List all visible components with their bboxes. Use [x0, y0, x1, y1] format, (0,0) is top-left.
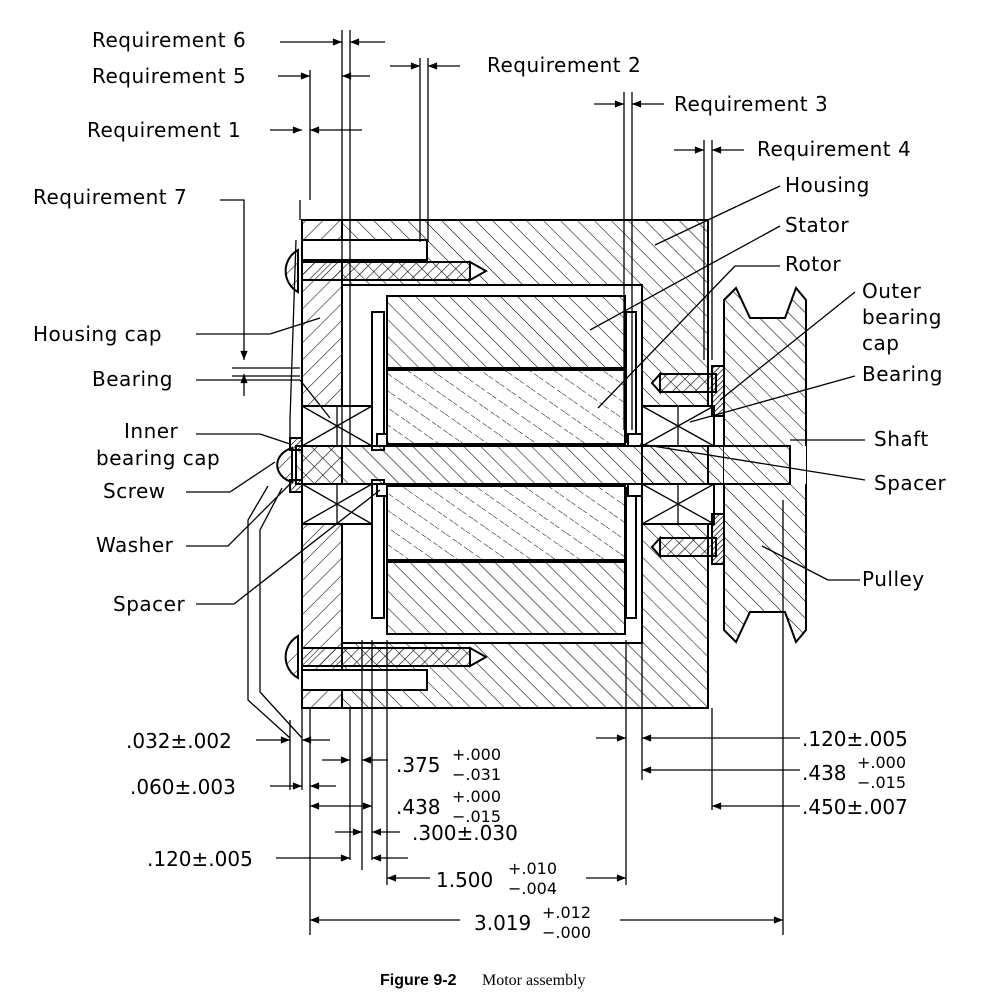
spacer-plate-left-lower — [371, 479, 385, 619]
label-pulley: Pulley — [862, 567, 925, 591]
outer-bearing-cap — [650, 365, 725, 565]
dim-060: .060±.003 — [130, 775, 236, 799]
bolt-upper — [284, 239, 489, 294]
dim-438-right-lower: −.015 — [857, 773, 906, 792]
shaft — [295, 445, 791, 485]
dim-120-right: .120±.005 — [802, 727, 908, 751]
inner-bearing-cap — [289, 437, 303, 493]
label-screw: Screw — [103, 479, 166, 503]
dim-438-right: .438 — [802, 761, 847, 785]
label-requirement-1: Requirement 1 — [87, 118, 241, 142]
label-rotor: Rotor — [785, 252, 841, 276]
dim-1500-lower: −.004 — [508, 879, 557, 898]
screw — [276, 446, 293, 484]
spacer-ring-left-lower — [376, 483, 388, 497]
label-bearing-right: Bearing — [862, 362, 943, 386]
label-inner-bearing-cap-1: Inner — [124, 419, 179, 443]
figure-number: Figure 9-2 — [380, 972, 457, 989]
label-requirement-5: Requirement 5 — [92, 64, 246, 88]
dim-450: .450±.007 — [802, 795, 908, 819]
dim-3019: 3.019 — [474, 911, 531, 935]
bolt-lower — [284, 634, 489, 691]
spacer-plate-left-upper — [371, 311, 385, 451]
label-bearing-left: Bearing — [92, 367, 173, 391]
dim-3019-upper: +.012 — [542, 903, 591, 922]
label-housing: Housing — [785, 173, 870, 197]
dim-1500-upper: +.010 — [508, 859, 557, 878]
dim-438-right-upper: +.000 — [857, 753, 906, 772]
stator-lower — [386, 561, 626, 635]
stator-upper — [386, 295, 626, 369]
dim-438-left-lower: −.015 — [452, 807, 501, 826]
label-inner-bearing-cap-2: bearing cap — [96, 446, 220, 470]
label-stator: Stator — [785, 213, 849, 237]
label-outer-bearing-cap-3: cap — [862, 331, 899, 355]
leader-lines — [186, 185, 866, 739]
rotor-lower — [386, 485, 626, 561]
dim-375-upper: +.000 — [452, 745, 501, 764]
dim-300: .300±.030 — [412, 821, 518, 845]
dim-438-left: .438 — [396, 795, 441, 819]
dim-1500: 1.500 — [436, 868, 493, 892]
label-requirement-7: Requirement 7 — [33, 185, 187, 209]
dim-3019-lower: −.000 — [542, 923, 591, 942]
bearing-left — [301, 405, 373, 525]
label-requirement-4: Requirement 4 — [757, 137, 911, 161]
figure-title: Motor assembly — [482, 972, 586, 989]
label-shaft: Shaft — [874, 427, 929, 451]
bearing-right — [641, 405, 715, 525]
label-requirement-3: Requirement 3 — [674, 92, 828, 116]
label-washer: Washer — [96, 533, 174, 557]
label-spacer-right: Spacer — [874, 471, 946, 495]
label-outer-bearing-cap-1: Outer — [862, 279, 922, 303]
spacer-ring-left — [376, 433, 388, 447]
dim-375: .375 — [396, 753, 441, 777]
label-requirement-6: Requirement 6 — [92, 28, 246, 52]
rotor-upper — [386, 369, 626, 445]
dim-120-left: .120±.005 — [147, 847, 253, 871]
spacer-ring-right-lower — [627, 483, 643, 497]
spacer-plate-right-lower — [625, 487, 637, 619]
label-requirement-2: Requirement 2 — [487, 53, 641, 77]
dim-375-lower: −.031 — [452, 765, 501, 784]
requirement-arrows — [220, 38, 744, 396]
label-housing-cap: Housing cap — [33, 322, 162, 346]
spacer-ring-right — [627, 433, 643, 447]
dimension-arrows — [256, 734, 800, 924]
label-outer-bearing-cap-2: bearing — [862, 305, 942, 329]
dim-438-left-upper: +.000 — [452, 787, 501, 806]
label-spacer-left: Spacer — [113, 592, 185, 616]
dim-032: .032±.002 — [126, 729, 232, 753]
bottom-extension-lines — [289, 500, 784, 935]
